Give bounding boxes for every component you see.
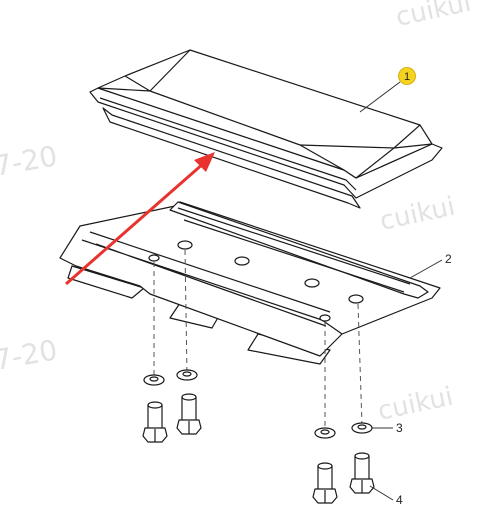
washer-3 <box>314 427 336 439</box>
assembly-guides <box>153 249 363 430</box>
guide-line-2 <box>184 249 188 376</box>
rubber-pad-part <box>89 49 443 209</box>
bolts-part <box>142 393 375 504</box>
leader-lines <box>359 81 443 501</box>
bolt-2 <box>176 393 202 435</box>
red-arrow <box>65 152 215 286</box>
watermark-cuikui-bottom: cuikui <box>375 382 456 427</box>
leader-2 <box>409 259 443 279</box>
plate-rail-back <box>177 207 411 293</box>
arrow-head <box>194 152 215 172</box>
callout-1: 1 <box>398 67 416 85</box>
callout-1-badge <box>398 67 416 85</box>
watermark-date-bottom: 7-20 <box>0 333 60 377</box>
pad-top-ridge <box>149 90 301 146</box>
watermark-date-top: 7-20 <box>0 139 60 183</box>
washer-2 <box>176 369 198 381</box>
bolt-hole-1 <box>177 240 193 250</box>
callout-3-label: 3 <box>396 421 403 435</box>
bolt-1 <box>142 401 168 443</box>
bolt-hole-6 <box>319 314 331 322</box>
pad-bottom-line <box>99 97 357 191</box>
washers-part <box>143 369 373 439</box>
plate-grouser-right <box>247 333 331 365</box>
watermark-cuikui-mid: cuikui <box>377 192 458 237</box>
watermark-layer: cuikui cuikui cuikui 7-20 7-20 <box>0 0 474 427</box>
bolt-hole-3 <box>304 278 320 288</box>
bolt-4 <box>349 452 375 494</box>
leader-4 <box>369 485 394 501</box>
leader-1 <box>359 81 401 113</box>
guide-line-4 <box>357 303 363 426</box>
callout-1-label: 1 <box>404 71 410 83</box>
washer-1 <box>143 374 165 386</box>
callout-4-label: 4 <box>396 493 403 505</box>
arrow-shaft <box>65 161 205 286</box>
bolt-hole-5 <box>148 254 160 262</box>
bolt-hole-2 <box>234 256 250 266</box>
washer-4 <box>351 422 373 434</box>
bolt-hole-4 <box>348 294 364 304</box>
track-plate-part <box>59 201 441 365</box>
callout-2-label: 2 <box>445 252 452 266</box>
bolt-3 <box>312 462 338 504</box>
pad-bottom-plate <box>102 107 361 209</box>
watermark-cuikui-top: cuikui <box>393 0 474 33</box>
